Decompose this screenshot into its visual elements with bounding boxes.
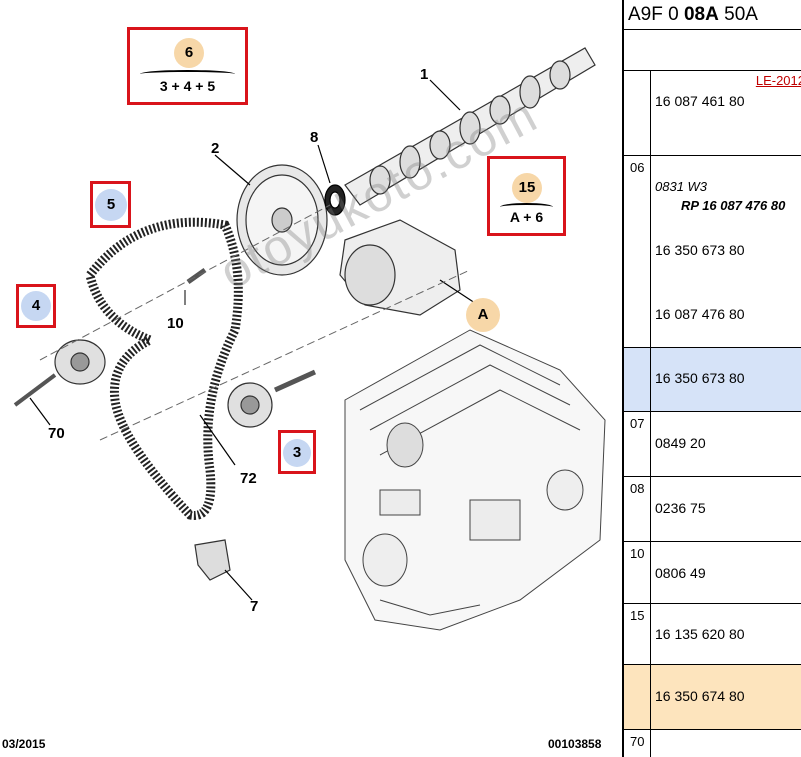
part-reference: 16 350 673 80 xyxy=(655,242,745,258)
group-number: 07 xyxy=(630,416,645,431)
callout-8: 8 xyxy=(310,129,319,146)
group-number: 08 xyxy=(630,481,645,496)
parts-diagram: 1 2 8 10 70 72 7 A 6 3 + 4 + 5 15 A + 6 … xyxy=(2,27,606,751)
callout-1: 1 xyxy=(420,66,429,83)
callout-10: 10 xyxy=(167,315,184,332)
tensioner-drawing xyxy=(13,339,106,426)
panel-title-bold: 08A xyxy=(683,4,719,25)
kit-box-6: 6 3 + 4 + 5 xyxy=(127,27,248,105)
part-5-marker: 5 xyxy=(95,189,127,221)
part-subnote: 0831 W3 xyxy=(655,179,708,194)
kit-6-formula: 3 + 4 + 5 xyxy=(159,78,216,94)
part-reference: 16 087 461 80 xyxy=(655,93,745,109)
footer-date: 03/2015 xyxy=(2,737,46,751)
parts-row[interactable]: 15 16 135 620 80 xyxy=(624,604,801,665)
parts-row[interactable]: 08 0236 75 xyxy=(624,477,801,542)
panel-title-prefix: A9F 0 xyxy=(628,4,684,25)
part-reference: 0849 20 xyxy=(655,435,706,451)
part-reference: 0236 75 xyxy=(655,500,706,516)
part-3-number: 3 xyxy=(292,444,302,461)
group-number: 10 xyxy=(630,546,645,561)
part-reference: 16 350 673 80 xyxy=(655,370,745,386)
part-4-number: 4 xyxy=(31,297,41,314)
part-5-number: 5 xyxy=(106,196,116,213)
parts-row-cell: 0236 75 xyxy=(650,477,801,541)
parts-row-highlighted[interactable]: 16 350 674 80 xyxy=(624,665,801,730)
callout-A-label: A xyxy=(477,306,489,323)
part-4-marker: 4 xyxy=(21,291,51,321)
seal-drawing xyxy=(317,144,346,216)
timing-belt-drawing xyxy=(85,217,243,520)
callout-70: 70 xyxy=(48,425,65,442)
parts-row-cell: 16 350 673 80 xyxy=(650,348,801,411)
kit-15-marker: 15 xyxy=(512,173,542,203)
parts-row xyxy=(624,31,801,71)
kit-6-marker: 6 xyxy=(174,38,204,68)
kit-box-15: 15 A + 6 xyxy=(487,156,566,236)
parts-row-cell: 16 350 674 80 xyxy=(650,665,801,729)
parts-row-highlighted[interactable]: 16 350 673 80 xyxy=(624,348,801,412)
parts-row[interactable]: 70 xyxy=(624,730,801,757)
callout-2: 2 xyxy=(211,140,220,157)
kit-15-formula: A + 6 xyxy=(509,209,544,225)
validity-note: LE-2012 xyxy=(755,73,801,88)
bolt-drawing xyxy=(184,267,207,305)
part-box-4: 4 xyxy=(16,284,56,328)
panel-title-suffix: 50A xyxy=(718,4,758,25)
parts-row[interactable]: LE-2012 16 087 461 80 xyxy=(624,71,801,156)
parts-row-cell: 0831 W3 RP 16 087 476 80 16 350 673 80 1… xyxy=(650,156,801,347)
part-reference: 0806 49 xyxy=(655,565,706,581)
group-number: 15 xyxy=(630,608,645,623)
part-replacement: RP 16 087 476 80 xyxy=(681,198,786,213)
parts-row-cell: LE-2012 16 087 461 80 xyxy=(650,71,801,155)
parts-row-cell: 0849 20 xyxy=(650,412,801,476)
group-number: 70 xyxy=(630,734,645,749)
part-reference: 16 350 674 80 xyxy=(655,688,745,704)
part-3-marker: 3 xyxy=(283,439,311,467)
part-reference: 16 087 476 80 xyxy=(655,306,745,322)
part-reference: 16 135 620 80 xyxy=(655,626,745,642)
camshaft-pulley-drawing xyxy=(214,154,328,276)
footer-reference: 00103858 xyxy=(548,737,602,751)
parts-row-cell xyxy=(650,730,801,757)
callout-7: 7 xyxy=(250,598,259,615)
bracket-drawing xyxy=(194,539,253,601)
axis-lines xyxy=(39,204,471,441)
parts-row[interactable]: 10 0806 49 xyxy=(624,542,801,604)
group-number: 06 xyxy=(630,160,645,175)
engine-block-drawing xyxy=(344,329,606,631)
exploded-view-drawing xyxy=(13,47,606,631)
kit-6-brace xyxy=(140,70,235,78)
kit-6-number: 6 xyxy=(184,44,194,61)
part-box-5: 5 xyxy=(90,181,131,228)
water-pump-drawing xyxy=(339,219,479,316)
callout-A-marker: A xyxy=(466,298,500,332)
parts-row[interactable]: 06 0831 W3 RP 16 087 476 80 16 350 673 8… xyxy=(624,156,801,348)
part-box-3: 3 xyxy=(278,430,316,474)
panel-title: A9F 0 08A 50A xyxy=(624,0,801,30)
kit-15-number: 15 xyxy=(518,179,536,196)
parts-row-cell: 0806 49 xyxy=(650,542,801,603)
parts-row[interactable]: 07 0849 20 xyxy=(624,412,801,477)
callout-72: 72 xyxy=(240,470,257,487)
kit-15-brace xyxy=(500,203,553,211)
parts-list-panel: A9F 0 08A 50A LE-2012 16 087 461 80 06 0… xyxy=(622,0,801,757)
camshaft-drawing xyxy=(344,47,596,206)
idler-roller-drawing xyxy=(199,369,317,466)
parts-row-cell: 16 135 620 80 xyxy=(650,604,801,664)
